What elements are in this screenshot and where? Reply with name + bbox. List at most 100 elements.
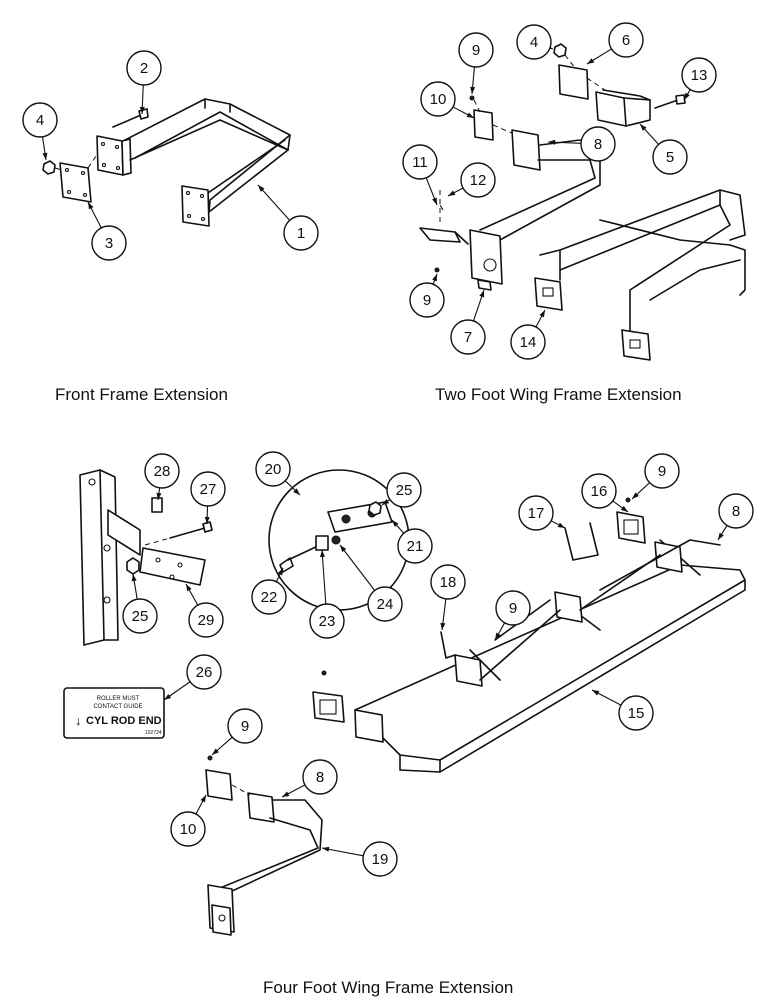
decal-26: ROLLER MUST CONTACT GUIDE ↓ CYL ROD END … — [63, 687, 165, 739]
callout-10: 10 — [420, 81, 475, 119]
callout-label: 29 — [198, 612, 215, 629]
pin-9-upper — [469, 95, 475, 101]
plate-6 — [558, 64, 589, 100]
callout-circle — [518, 495, 554, 531]
callout-11: 11 — [402, 144, 438, 206]
callout-label: 28 — [154, 463, 171, 480]
callout-27: 27 — [190, 471, 226, 525]
callout-label: 5 — [666, 149, 674, 166]
bushing-28 — [151, 497, 163, 513]
callout-arrowhead — [204, 516, 210, 524]
callout-arrowhead — [557, 522, 565, 528]
callout-9: 9 — [494, 590, 531, 641]
callout-arrowhead — [293, 488, 300, 495]
pin-11 — [419, 227, 461, 243]
callout-circle — [681, 57, 717, 93]
callout-arrowhead — [495, 632, 501, 640]
pin-9-arm — [207, 755, 213, 761]
callout-circle — [367, 586, 403, 622]
callout-circle — [188, 602, 224, 638]
callout-label: 26 — [196, 664, 213, 681]
callout-7: 7 — [450, 289, 486, 355]
callout-arrowhead — [718, 532, 724, 540]
callout-label: 4 — [36, 112, 44, 129]
frame-14 — [534, 189, 746, 361]
callout-arrowhead — [164, 693, 172, 700]
callout-circle — [581, 473, 617, 509]
callout-arrowhead — [632, 492, 639, 499]
callout-arrowhead — [258, 185, 265, 192]
wing-arm-19 — [205, 755, 323, 936]
callout-circle — [126, 50, 162, 86]
callout-arrowhead — [322, 846, 330, 852]
callout-label: 27 — [200, 481, 217, 498]
callout-5: 5 — [639, 123, 688, 175]
callout-label: 8 — [732, 503, 740, 520]
callout-arrowhead — [539, 310, 545, 318]
plate-10-upper — [473, 109, 494, 141]
callout-circle — [420, 81, 456, 117]
two-foot-wing-frame-extension — [419, 43, 746, 361]
caption-four-foot: Four Foot Wing Frame Extension — [263, 978, 514, 997]
callout-6: 6 — [586, 22, 644, 65]
callout-label: 9 — [241, 718, 249, 735]
callout-2: 2 — [126, 50, 162, 115]
callout-circle — [409, 282, 445, 318]
frame-15 — [354, 539, 746, 773]
callout-circle — [608, 22, 644, 58]
plate-16 — [616, 511, 646, 544]
callout-15: 15 — [591, 689, 654, 731]
callout-arrowhead — [548, 139, 556, 145]
callout-22: 22 — [251, 567, 287, 615]
nut-25-left — [126, 557, 140, 575]
callout-circle — [495, 590, 531, 626]
callout-23: 23 — [309, 549, 345, 639]
callout-circle — [460, 162, 496, 198]
nut-4 — [42, 160, 56, 175]
callout-leader — [257, 184, 291, 221]
callout-label: 4 — [530, 34, 538, 51]
callout-25: 25 — [122, 573, 158, 634]
callout-circle — [186, 654, 222, 690]
callout-13: 13 — [681, 57, 717, 101]
callout-3: 3 — [87, 201, 127, 261]
callout-arrowhead — [382, 498, 390, 505]
decal-line1: ROLLER MUST — [97, 696, 140, 702]
callout-circle — [510, 324, 546, 360]
callout-17: 17 — [518, 495, 566, 531]
callout-circle — [516, 24, 552, 60]
callout-circle — [144, 453, 180, 489]
callout-arrowhead — [186, 584, 192, 592]
callout-arrowhead — [640, 124, 647, 131]
callout-arrowhead — [587, 58, 595, 64]
callout-arrowhead — [432, 197, 437, 205]
callout-arrowhead — [392, 520, 399, 527]
callout-19: 19 — [321, 841, 398, 877]
callout-arrowhead — [479, 290, 485, 298]
tube-5 — [595, 89, 651, 127]
callout-arrowhead — [592, 690, 600, 696]
callout-label: 21 — [407, 538, 424, 555]
decal-arrow: ↓ — [75, 713, 82, 728]
spacer-24 — [331, 535, 341, 545]
callout-arrowhead — [440, 622, 446, 630]
callout-circle — [580, 126, 616, 162]
caption-two-foot: Two Foot Wing Frame Extension — [435, 385, 682, 404]
callout-label: 19 — [372, 851, 389, 868]
callout-label: 24 — [377, 596, 394, 613]
roller-23 — [315, 535, 329, 551]
callout-arrowhead — [466, 112, 474, 118]
callout-arrowhead — [448, 190, 456, 196]
callout-label: 18 — [440, 574, 457, 591]
callout-circle — [91, 225, 127, 261]
callout-label: 7 — [464, 329, 472, 346]
callout-9: 9 — [409, 273, 445, 318]
bolt-13 — [654, 99, 679, 109]
callout-arrowhead — [131, 574, 137, 582]
callout-9: 9 — [458, 32, 494, 95]
callout-circle — [652, 139, 688, 175]
callout-label: 13 — [691, 67, 708, 84]
callout-arrowhead — [319, 550, 325, 558]
